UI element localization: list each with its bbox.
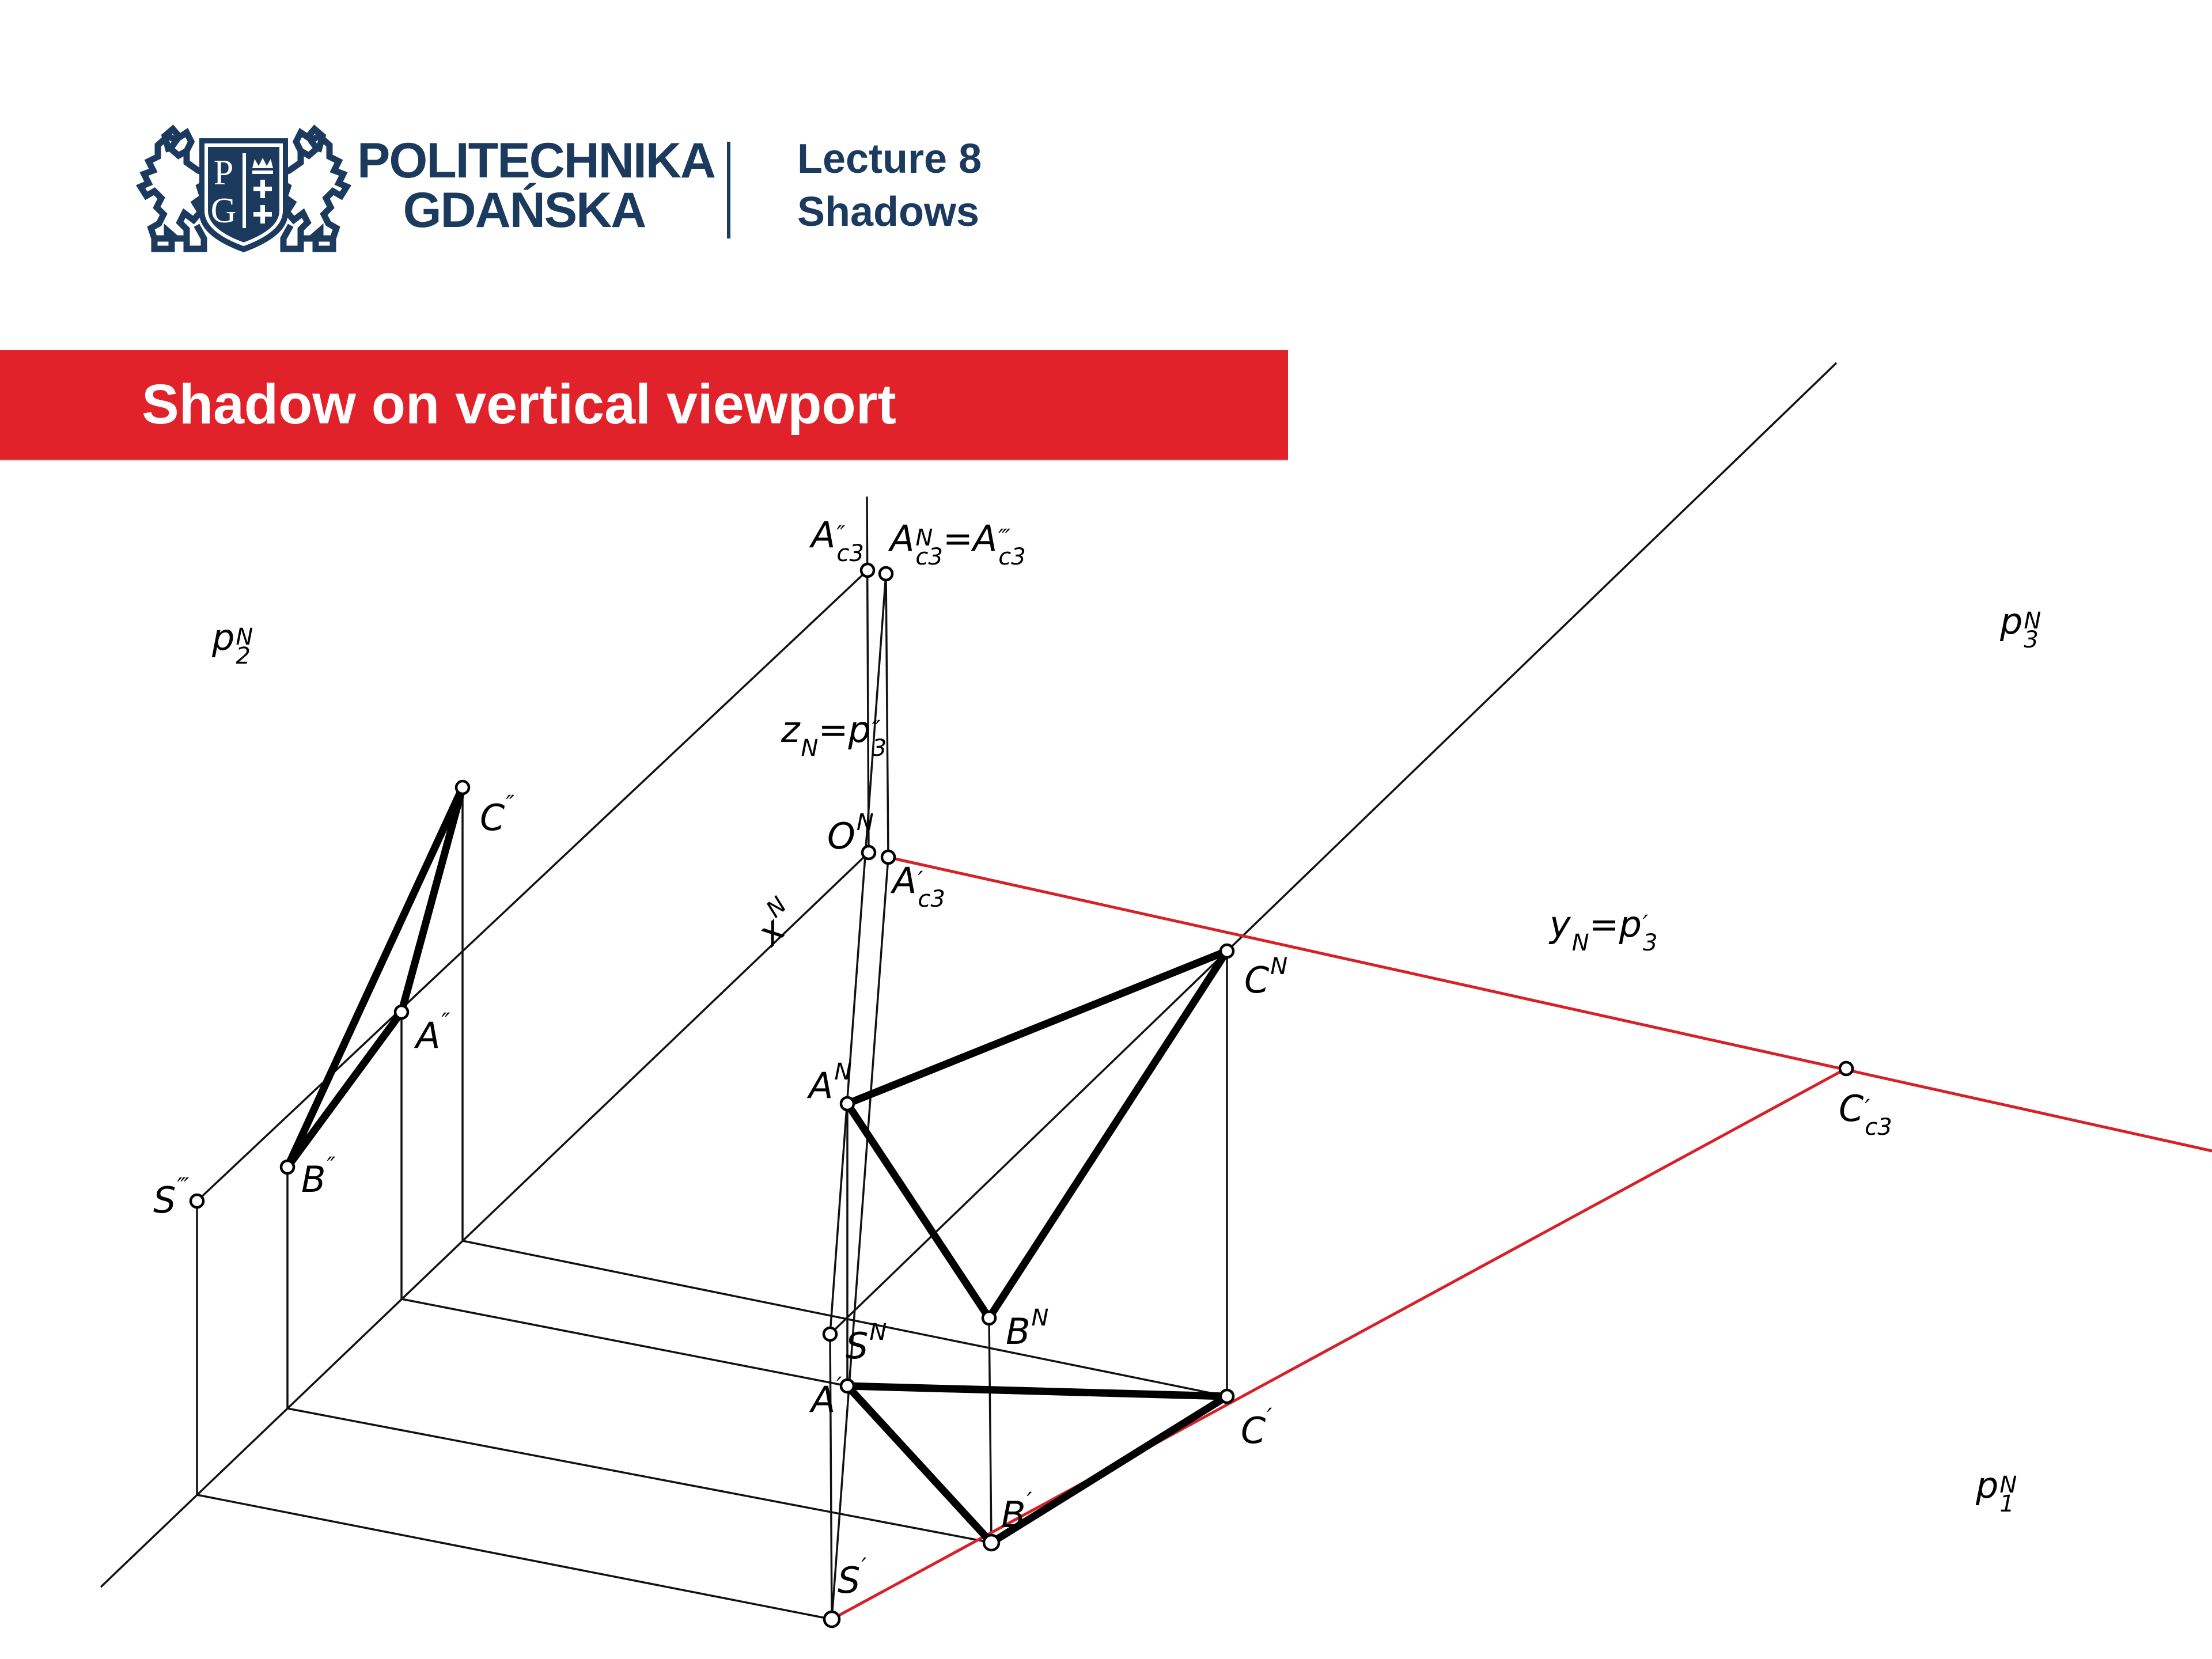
lecture-topic: Shadows — [797, 189, 980, 235]
edge-A1-C1 — [843, 1382, 1231, 1400]
label-A2: A″ — [416, 1009, 450, 1057]
point-S1 — [823, 1610, 841, 1628]
point-B1 — [982, 1533, 1001, 1552]
label-B1: B′ — [1001, 1488, 1032, 1536]
pg-university-logo: P G — [135, 124, 352, 252]
point-SN — [822, 1326, 838, 1342]
point-C1 — [1219, 1388, 1235, 1404]
point-C2 — [454, 779, 471, 796]
label-S3: S‴ — [153, 1173, 190, 1222]
point-ON — [861, 844, 877, 861]
light-ray-front-view-through-A — [196, 569, 869, 1202]
label-C2: C″ — [480, 791, 515, 839]
edge-A2-B2 — [283, 1008, 406, 1171]
label-A2c3: A″c3 — [811, 514, 864, 567]
point-B2 — [279, 1159, 296, 1175]
point-A1 — [839, 1378, 855, 1394]
university-name-line2: GDAŃSKA — [403, 183, 647, 238]
edge-C2-B2 — [283, 783, 467, 1171]
header-divider — [727, 142, 730, 238]
point-ANc3 — [878, 566, 894, 582]
shield-letter-g: G — [211, 191, 237, 230]
edge-BN-AN — [843, 1100, 993, 1322]
label-A1: A′ — [811, 1373, 842, 1421]
light-ray-top-view-through-A — [831, 857, 889, 1620]
point-A2c3 — [859, 562, 876, 578]
point-BN — [981, 1310, 997, 1326]
edge-C2-A2 — [397, 783, 467, 1016]
edge-CN-BN — [985, 947, 1231, 1322]
point-A1c3 — [880, 849, 896, 865]
light-ray-axono-through-C — [829, 362, 1838, 1335]
label-A1c3: A′c3 — [892, 859, 945, 912]
point-C1c3 — [1838, 1060, 1854, 1077]
transfer-line-S — [196, 1494, 832, 1620]
edge-C1-B1 — [987, 1392, 1231, 1547]
x-axis-line — [100, 851, 870, 1588]
cross-icons — [253, 180, 272, 224]
point-A2 — [393, 1004, 410, 1020]
transfer-line-B — [287, 1407, 992, 1544]
header: P G POLITECHNIKA GDAŃSKA Lecture 8 Shado… — [0, 0, 2212, 323]
transfer-line-A — [401, 1298, 848, 1387]
transfer-BN-B1 — [988, 1317, 993, 1543]
crown-icon — [252, 158, 273, 174]
shadow-ray-top-view-red-line — [831, 1067, 1847, 1621]
transfer-Ac3-vertical — [885, 573, 889, 858]
transfer-line-C — [462, 1240, 1228, 1397]
y-axis-p3-trace-red-line — [892, 857, 2212, 1153]
edge-AN-CN — [843, 947, 1231, 1108]
slide-title: Shadow on vertical viewport — [142, 373, 896, 435]
point-S3 — [189, 1193, 205, 1209]
label-S1: S′ — [838, 1554, 867, 1602]
light-ray-axono-through-A — [829, 573, 887, 1335]
point-CN — [1219, 943, 1235, 959]
edge-B1-A1 — [843, 1382, 995, 1547]
label-C1c3: C′c3 — [1839, 1088, 1892, 1141]
shield-letter-p: P — [214, 153, 233, 192]
label-C1: C′ — [1241, 1404, 1272, 1452]
university-name-line1: POLITECHNIKA — [357, 133, 716, 188]
shield-icon: P G — [199, 138, 288, 252]
z-axis-line — [866, 496, 870, 853]
lecture-number: Lecture 8 — [797, 136, 982, 182]
point-AN — [839, 1096, 855, 1112]
title-banner: Shadow on vertical viewport — [0, 350, 1288, 461]
label-B2: B″ — [301, 1153, 336, 1201]
